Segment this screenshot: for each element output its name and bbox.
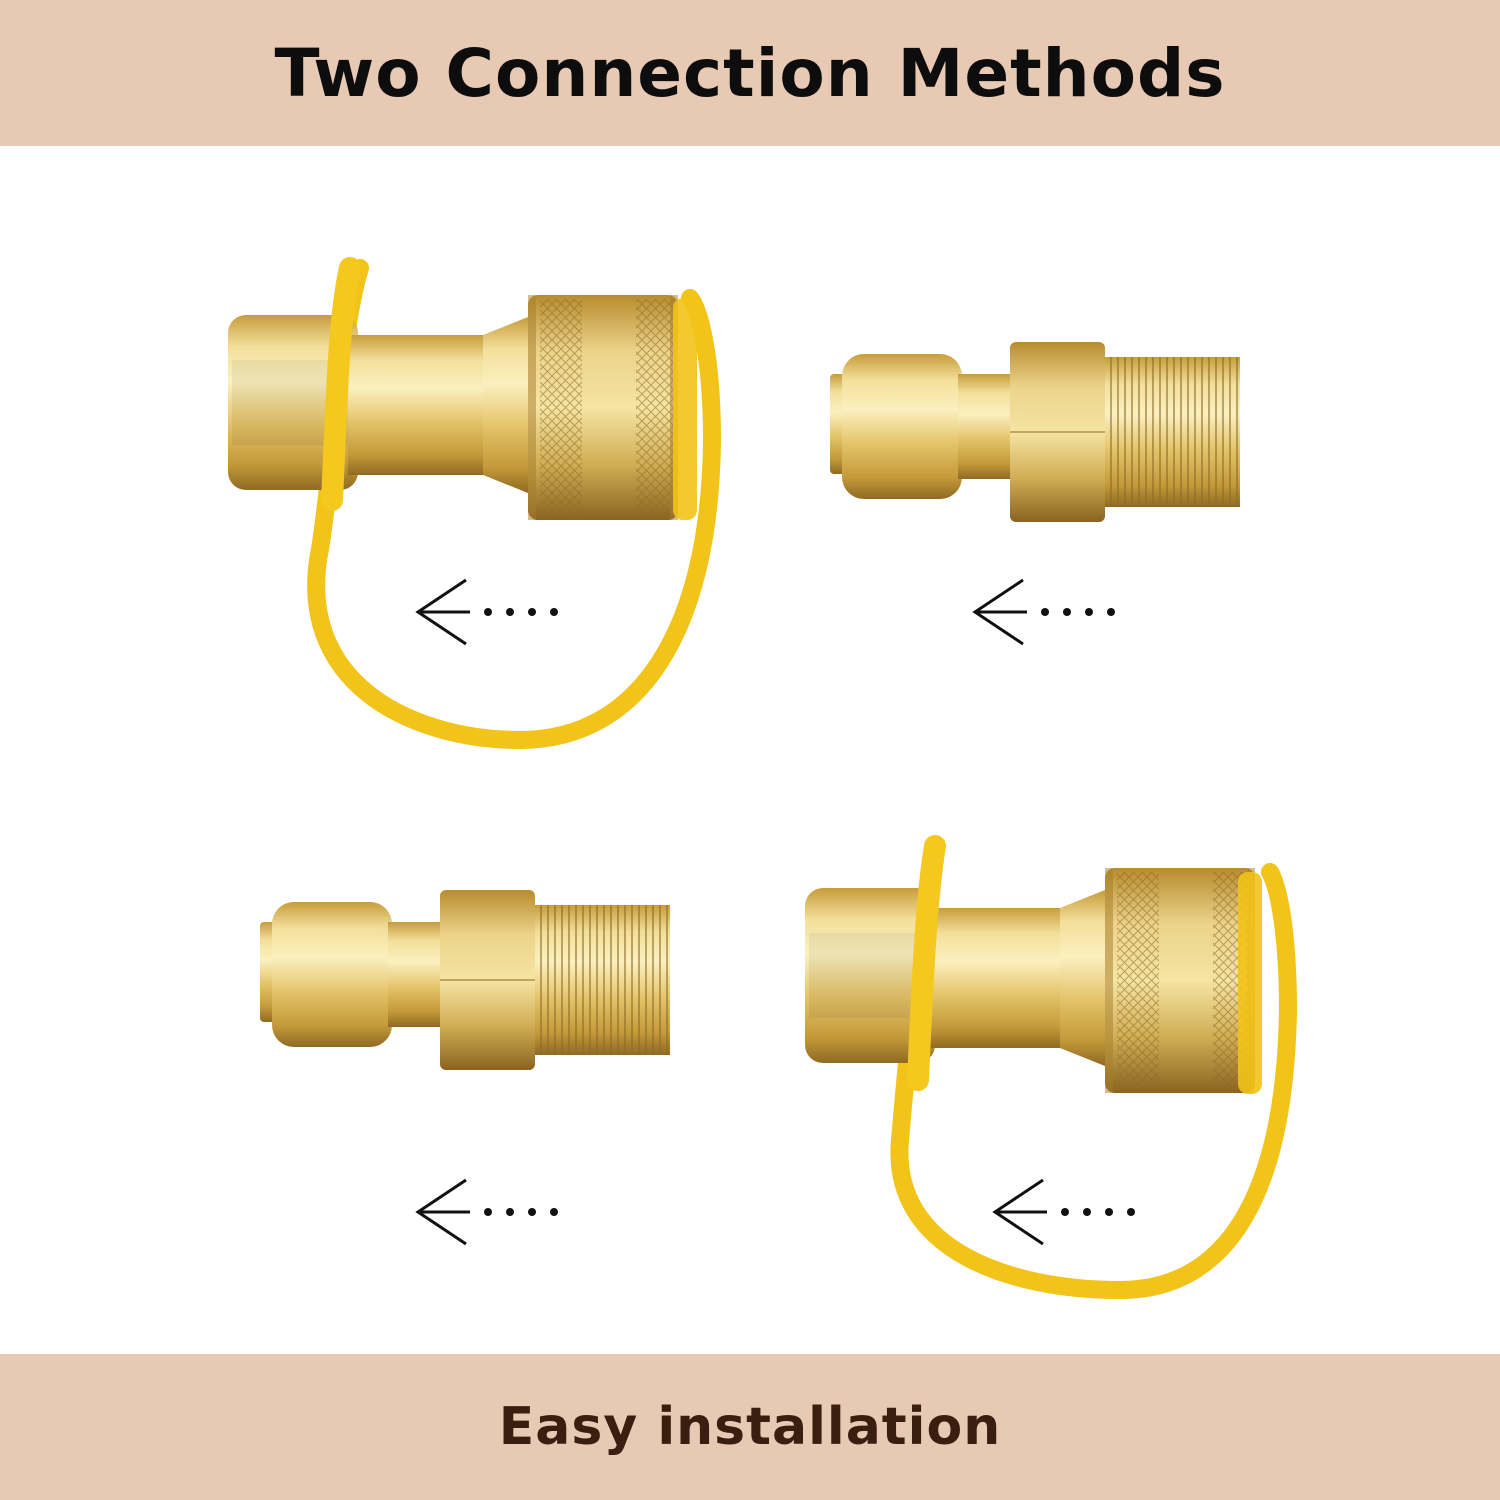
insert-direction-arrow-icon bbox=[973, 578, 1117, 646]
quick-connect-plug-icon bbox=[259, 889, 671, 1071]
top-banner: Two Connection Methods bbox=[0, 0, 1500, 146]
plug-fitting-bottom-left bbox=[259, 889, 671, 1071]
quick-connect-socket-icon bbox=[228, 295, 678, 520]
page-title: Two Connection Methods bbox=[274, 34, 1226, 112]
plug-fitting-top-right bbox=[829, 341, 1241, 523]
footer-caption: Easy installation bbox=[498, 1397, 1002, 1457]
quick-connect-plug-icon bbox=[829, 341, 1241, 523]
socket-fitting-bottom-right bbox=[805, 835, 1298, 1300]
insert-direction-arrow-icon bbox=[416, 578, 560, 646]
bottom-banner: Easy installation bbox=[0, 1354, 1500, 1500]
insert-direction-arrow-icon bbox=[416, 1178, 560, 1246]
insert-direction-arrow-icon bbox=[993, 1178, 1137, 1246]
socket-fitting-top-left bbox=[228, 257, 722, 750]
quick-connect-socket-icon bbox=[805, 868, 1255, 1093]
